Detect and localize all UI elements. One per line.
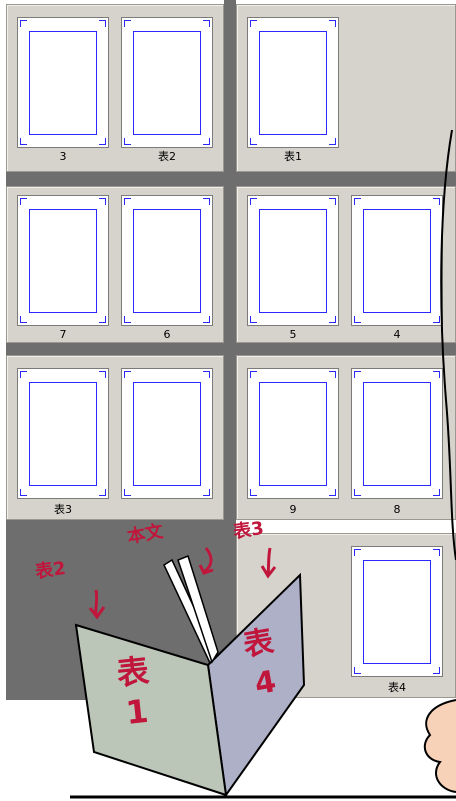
spread-panel[interactable]: 表1 [236,4,456,172]
page-label: 表1 [284,150,302,163]
workspace-row-gap [6,343,456,355]
page-label: 表2 [158,150,176,163]
page-thumbnail[interactable] [351,368,443,499]
spread-panel[interactable]: 表3 [6,355,224,520]
page-thumbnail[interactable] [351,546,443,677]
page-label: 9 [289,503,297,516]
annotation-hyo2: 表2 [33,557,68,584]
page-label: 4 [393,328,401,341]
workspace-row-gap [6,172,456,186]
page-thumbnail[interactable] [247,17,339,148]
page-thumbnail[interactable] [247,195,339,326]
spread-panel[interactable]: 7 6 [6,186,224,343]
page-thumbnail[interactable] [121,368,213,499]
spread-panel[interactable]: 9 8 [236,355,456,520]
page-label: 7 [59,328,67,341]
page-thumbnail[interactable] [17,195,109,326]
page-thumbnail[interactable] [17,17,109,148]
spread-panel[interactable]: 5 4 [236,186,456,343]
annotation-hyo3: 表3 [231,517,266,544]
page-thumbnail[interactable] [247,368,339,499]
spread-panel[interactable]: 3 表2 [6,4,224,172]
page-label: 6 [163,328,171,341]
page-label: 8 [393,503,401,516]
page-label: 3 [59,150,67,163]
page-label: 表3 [54,503,72,516]
page-thumbnail[interactable] [17,368,109,499]
annotation-cover-front: 表 1 [114,651,151,732]
page-thumbnail[interactable] [351,195,443,326]
page-label: 5 [289,328,297,341]
page-label: 表4 [388,681,406,694]
page-thumbnail[interactable] [121,195,213,326]
page-thumbnail[interactable] [121,17,213,148]
